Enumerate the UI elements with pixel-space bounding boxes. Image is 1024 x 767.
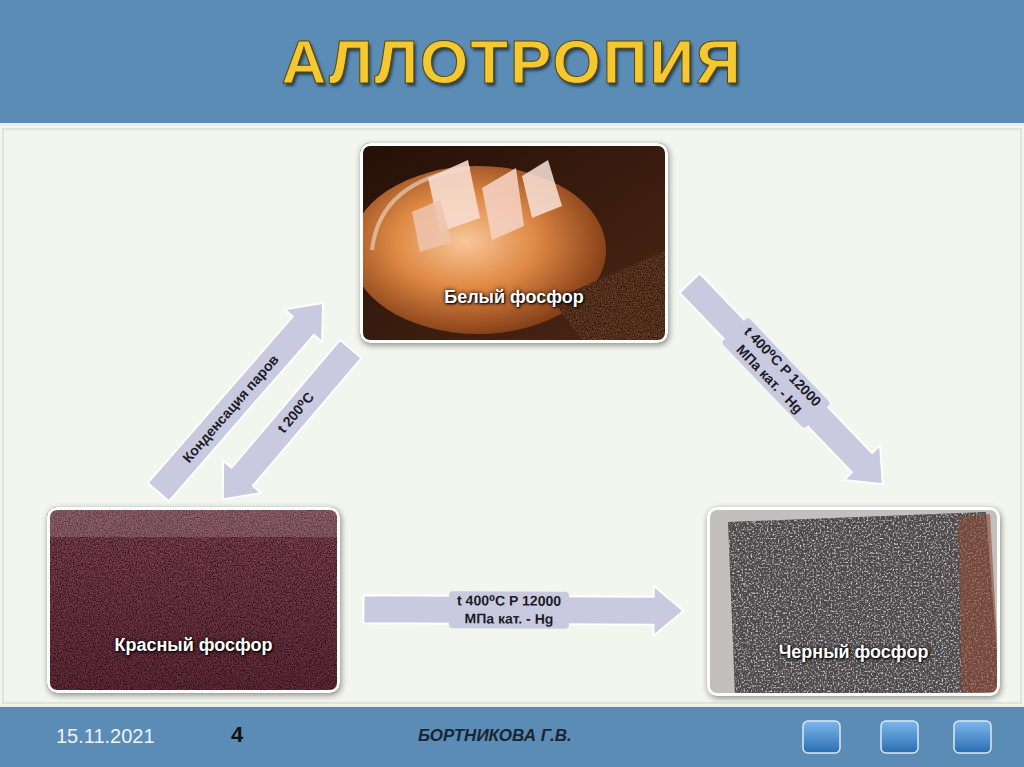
red-phosphorus-photo [47, 507, 340, 693]
rock [728, 512, 1000, 696]
nav-button [803, 721, 840, 753]
slide-title: АЛЛОТРОПИЯ [0, 26, 1024, 97]
body-panel [0, 126, 1024, 706]
header-band [0, 0, 1024, 125]
footer-date: 15.11.2021 [56, 725, 155, 748]
crystal [522, 160, 562, 218]
photo-box: Белый фосфор [360, 143, 668, 343]
black-phosphorus-photo [707, 507, 1000, 696]
rock-edge [958, 514, 1000, 694]
condition-label: Конденсация паров [176, 348, 286, 471]
node-label: Красный фосфор [106, 635, 280, 656]
nav-button [954, 721, 991, 753]
condition-label: t 400⁰C P 12000 МПа кат. - Hg [448, 591, 568, 629]
node-label: Белый фосфор [436, 287, 592, 308]
footer-band [0, 706, 1024, 767]
block-arrow [223, 340, 362, 500]
block-arrow [679, 273, 882, 484]
slide-number: 4 [231, 722, 243, 748]
node-label: Черный фосфор [771, 642, 937, 663]
photo-ground [707, 507, 1000, 696]
crystal [412, 200, 452, 252]
photo-ground [47, 507, 340, 693]
white-phosphorus-photo [360, 143, 668, 343]
nav-buttons [803, 721, 991, 753]
body-frame [3, 129, 1021, 703]
condition-label: t 200⁰C [271, 385, 322, 440]
author-name: БОРТНИКОВА Г.В. [418, 726, 572, 746]
rock-texture [728, 512, 1000, 696]
photo-box: Черный фосфор [707, 507, 1000, 696]
photo-box: Красный фосфор [47, 507, 340, 693]
crystal [482, 168, 524, 240]
condition-label: t 400⁰C P 12000 МПа кат. - Hg [721, 317, 831, 429]
powder-texture [47, 507, 340, 693]
nav-button [881, 721, 918, 753]
footer-rule [0, 705, 1024, 707]
glare [47, 507, 340, 537]
header-rule [0, 123, 1024, 126]
block-arrow [363, 586, 683, 636]
